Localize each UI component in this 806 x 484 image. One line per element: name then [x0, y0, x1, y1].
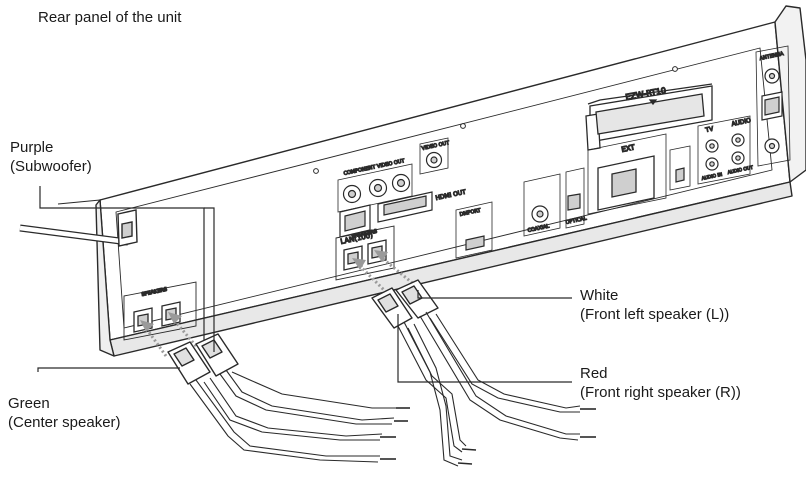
callout-white-line1: White	[580, 286, 618, 305]
wire-ends	[380, 408, 596, 464]
unit-chassis	[96, 6, 806, 356]
callout-green-line1: Green	[8, 394, 50, 413]
callout-purple-line1: Purple	[10, 138, 53, 157]
callout-white-line2: (Front left speaker (L))	[580, 305, 729, 324]
callout-purple-line2: (Subwoofer)	[10, 157, 92, 176]
speaker-wires	[190, 312, 580, 466]
callout-red-line1: Red	[580, 364, 608, 383]
center-sub-plugs	[168, 334, 238, 384]
callout-green-line2: (Center speaker)	[8, 413, 121, 432]
callout-red-line2: (Front right speaker (R))	[580, 383, 741, 402]
diagram-title: Rear panel of the unit	[38, 8, 181, 27]
